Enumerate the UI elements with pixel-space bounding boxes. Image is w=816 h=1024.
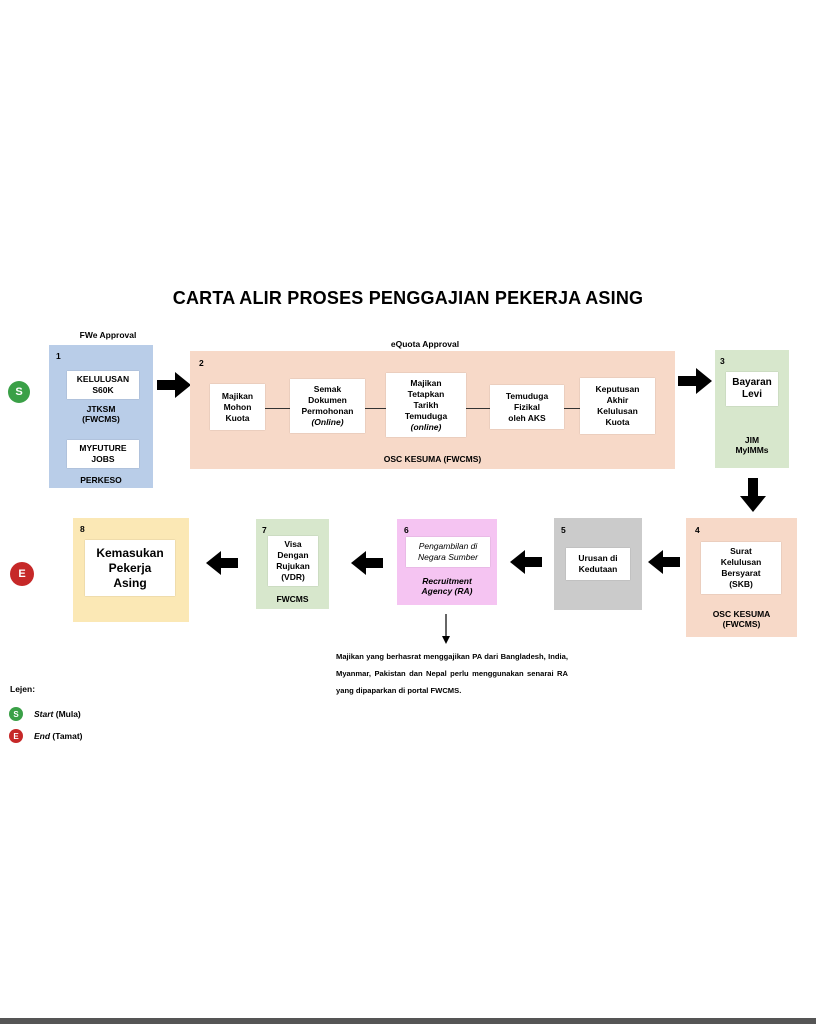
legend-start-icon: S	[9, 707, 23, 721]
perkeso-label: PERKESO	[80, 475, 122, 485]
start-icon: S	[8, 381, 30, 403]
stage-number: 4	[695, 525, 700, 535]
stage-number: 7	[262, 525, 267, 535]
fwcms-label: FWCMS	[276, 594, 309, 604]
equota-approval-label: eQuota Approval	[390, 339, 460, 349]
fwe-approval-label: FWe Approval	[79, 330, 137, 340]
arrow-down-small-icon	[442, 614, 450, 644]
osc-kesuma-label: OSC KESUMA (FWCMS)	[383, 454, 482, 464]
arrow-left-icon	[510, 550, 542, 574]
end-icon: E	[10, 562, 34, 586]
legend-start: Start (Mula)	[34, 709, 81, 719]
arrow-left-icon	[351, 551, 383, 575]
stage-number: 5	[561, 525, 566, 535]
arrow-left-icon	[206, 551, 238, 575]
stage-number: 2	[199, 358, 204, 368]
ra-note: Majikan yang berhasrat menggajikan PA da…	[336, 652, 568, 695]
arrow-left-icon	[648, 550, 680, 574]
legend-end-icon: E	[9, 729, 23, 743]
osc-kesuma-label: OSC KESUMA(FWCMS)	[712, 609, 771, 629]
stage-number: 3	[720, 356, 725, 366]
chart-title: CARTA ALIR PROSES PENGGAJIAN PEKERJA ASI…	[172, 288, 644, 308]
stage-number: 6	[404, 525, 409, 535]
legend-title: Lejen:	[10, 684, 36, 694]
bottom-bar	[0, 1018, 816, 1024]
arrow-down-icon	[740, 478, 766, 512]
arrow-right-icon	[678, 368, 712, 394]
arrow-right-icon	[157, 372, 191, 398]
legend-end: End (Tamat)	[34, 731, 83, 741]
stage-number: 1	[56, 351, 61, 361]
stage-number: 8	[80, 524, 85, 534]
jtksm-label: JTKSM(FWCMS)	[82, 404, 120, 424]
